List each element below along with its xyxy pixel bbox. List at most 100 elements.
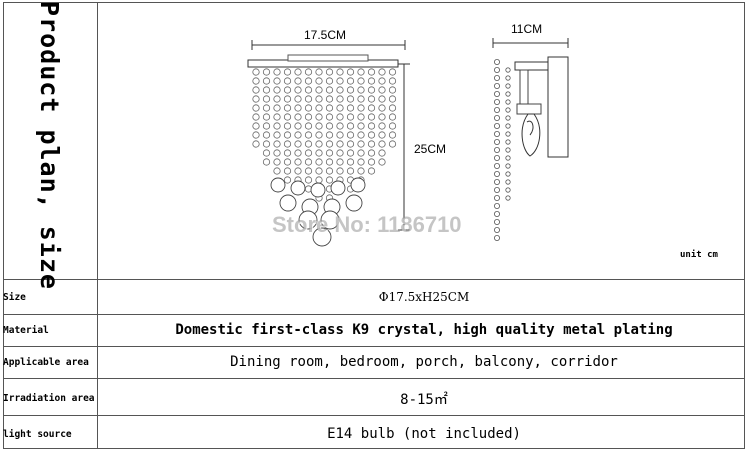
crystal-bead <box>315 68 323 76</box>
crystal-bead <box>388 104 397 112</box>
crystal-bead <box>283 77 292 85</box>
crystal-bead <box>283 131 292 139</box>
crystal-bead <box>315 86 323 94</box>
crystal-bead <box>378 140 386 148</box>
crystal-bead <box>336 104 344 112</box>
crystal-bead <box>388 86 397 94</box>
crystal-bead <box>505 75 511 81</box>
crystal-bead <box>252 140 260 148</box>
crystal-bead <box>304 77 313 85</box>
crystal-bead <box>325 104 334 112</box>
crystal-bead <box>346 122 355 130</box>
crystal-bead <box>315 149 323 157</box>
divider <box>3 415 745 416</box>
crystal-bead <box>304 176 313 184</box>
crystal-bead <box>262 77 271 85</box>
crystal-bead <box>262 68 271 76</box>
crystal-bead <box>315 167 323 175</box>
crystal-bead <box>367 77 376 85</box>
crystal-bead <box>378 68 386 76</box>
crystal-bead <box>252 122 260 130</box>
crystal-bead <box>505 139 511 145</box>
crystal-bead <box>294 86 302 94</box>
crystal-bead <box>315 140 323 148</box>
crystal-bead <box>283 149 292 157</box>
divider <box>97 2 98 449</box>
crystal-bead <box>273 86 281 94</box>
crystal-bead <box>304 122 313 130</box>
crystal-bead <box>505 163 511 169</box>
crystal-bead <box>388 95 397 103</box>
crystal-bead <box>357 95 365 103</box>
crystal-bead <box>336 149 344 157</box>
crystal-bead <box>378 86 386 94</box>
crystal-bead <box>505 91 511 97</box>
crystal-bead <box>283 158 292 166</box>
crystal-bead <box>273 122 281 130</box>
crystal-bead <box>378 77 386 85</box>
divider <box>3 314 745 315</box>
crystal-bead <box>252 95 260 103</box>
crystal-bead <box>273 131 281 139</box>
crystal-bead <box>270 177 286 193</box>
crystal-bead <box>283 176 292 184</box>
size-value: Φ17.5xH25CM <box>378 290 470 304</box>
crystal-bead <box>283 122 292 130</box>
crystal-bead <box>493 178 500 185</box>
crystal-bead <box>325 77 334 85</box>
crystal-bead <box>505 179 511 185</box>
crystal-bead <box>336 113 344 121</box>
crystal-bead <box>330 180 346 196</box>
divider <box>3 346 745 347</box>
crystal-bead <box>294 167 302 175</box>
crystal-bead <box>325 131 334 139</box>
crystal-bead <box>346 104 355 112</box>
crystal-bead <box>357 77 365 85</box>
crystal-bead <box>367 131 376 139</box>
crystal-bead <box>304 149 313 157</box>
crystal-bead <box>320 210 340 230</box>
crystal-bead <box>252 104 260 112</box>
crystal-bead <box>336 158 344 166</box>
irradiation-area-value: 8-15㎡ <box>400 392 448 408</box>
crystal-bead <box>252 113 260 121</box>
crystal-bead <box>294 131 302 139</box>
crystal-bead <box>304 167 313 175</box>
crystal-bead <box>325 86 334 94</box>
crystal-bead <box>493 210 500 217</box>
crystal-bead <box>493 130 500 137</box>
crystal-bead <box>505 155 511 161</box>
crystal-bead <box>325 158 334 166</box>
crystal-bead <box>336 122 344 130</box>
crystal-bead <box>336 86 344 94</box>
crystal-bead <box>346 77 355 85</box>
crystal-bead <box>505 123 511 129</box>
crystal-bead <box>346 158 355 166</box>
crystal-bead <box>283 86 292 94</box>
crystal-bead <box>505 107 511 113</box>
crystal-bead <box>283 95 292 103</box>
crystal-bead <box>294 104 302 112</box>
crystal-bead <box>283 104 292 112</box>
crystal-bead <box>346 95 355 103</box>
crystal-bead <box>346 68 355 76</box>
crystal-bead <box>283 113 292 121</box>
crystal-bead <box>304 95 313 103</box>
crystal-bead <box>262 86 271 94</box>
crystal-bead <box>388 131 397 139</box>
crystal-bead <box>336 131 344 139</box>
crystal-bead <box>493 107 500 114</box>
crystal-bead <box>262 113 271 121</box>
crystal-bead <box>315 131 323 139</box>
crystal-bead <box>505 187 511 193</box>
crystal-bead <box>336 167 344 175</box>
crystal-bead <box>310 182 326 198</box>
crystal-bead <box>325 140 334 148</box>
crystal-bead <box>493 162 500 169</box>
crystal-bead <box>367 86 376 94</box>
crystal-bead <box>273 68 281 76</box>
crystal-bead <box>367 149 376 157</box>
crystal-bead <box>505 195 511 201</box>
crystal-bead <box>388 77 397 85</box>
